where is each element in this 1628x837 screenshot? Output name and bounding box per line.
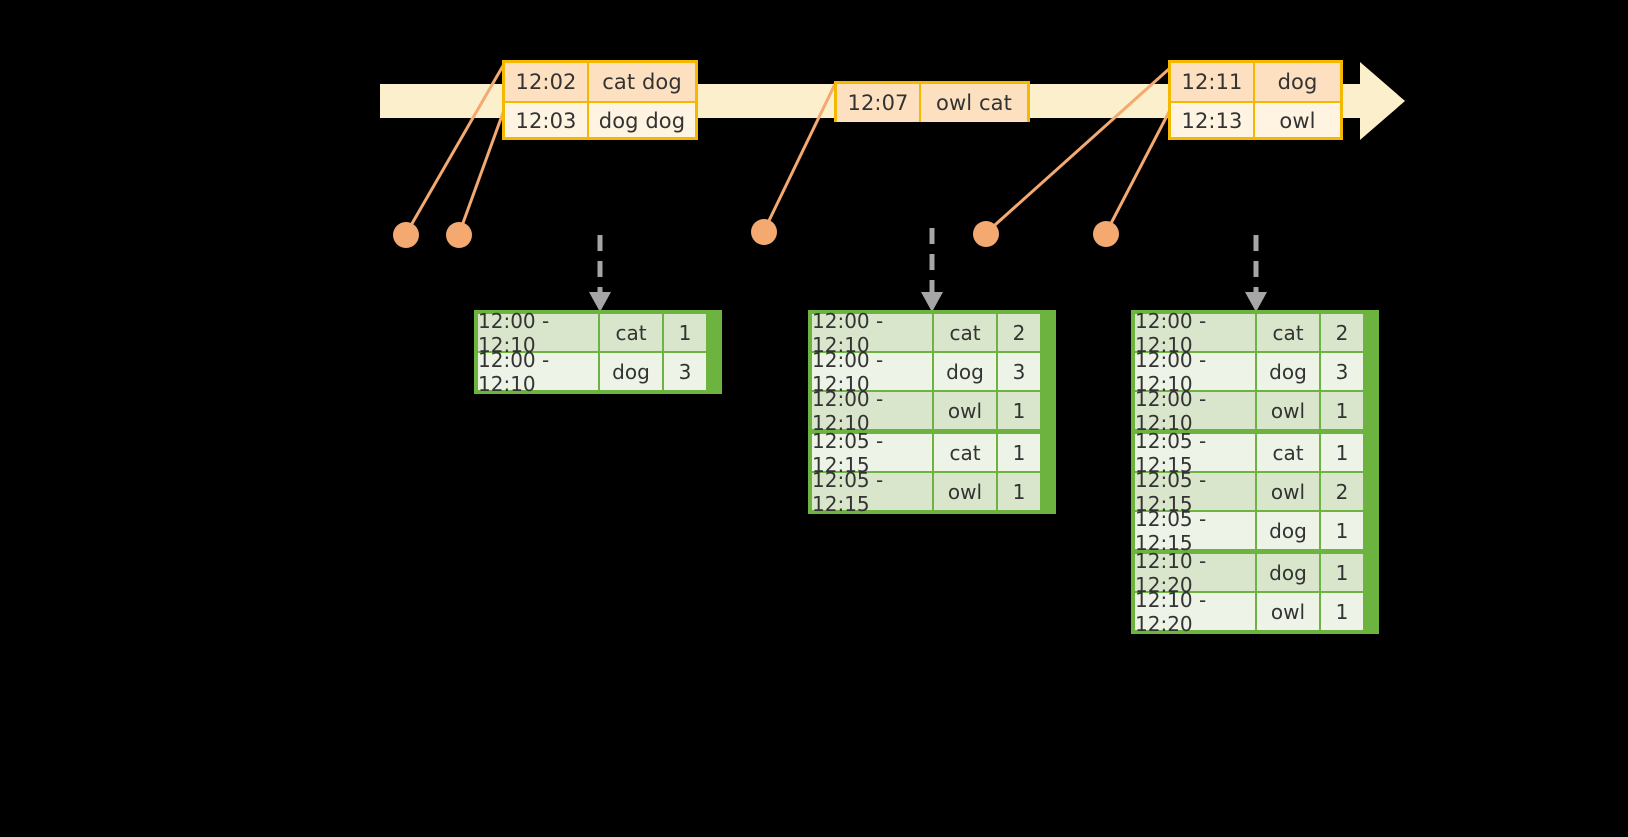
cell-window: 12:10 - 12:20	[1135, 549, 1255, 597]
dashed-flow-arrows	[597, 228, 1259, 292]
cell-count: 3	[1321, 353, 1363, 390]
cell-word: cat	[1257, 314, 1319, 351]
cell-window: 12:05 - 12:15	[812, 429, 932, 477]
cell-count: 1	[998, 434, 1040, 471]
cell-count: 1	[998, 392, 1040, 429]
cell-count: 1	[664, 314, 706, 351]
cell-window: 12:05 - 12:15	[1135, 468, 1255, 516]
event-words: dog dog	[598, 109, 686, 133]
event-time: 12:02	[505, 63, 589, 101]
event-row: 12:03 dog dog	[505, 101, 695, 139]
event-time: 12:13	[1171, 103, 1255, 139]
cell-word: dog	[1257, 512, 1319, 549]
cell-word: owl	[1257, 473, 1319, 510]
event-row: 12:02 cat dog	[505, 63, 695, 101]
event-group-3: 12:11 dog 12:13 owl	[1168, 60, 1343, 140]
cell-word: owl	[934, 473, 996, 510]
cell-window: 12:00 - 12:10	[812, 348, 932, 396]
cell-count: 2	[998, 314, 1040, 351]
event-row: 12:07 owl cat	[837, 84, 1027, 122]
cell-word: dog	[934, 353, 996, 390]
cell-word: owl	[934, 392, 996, 429]
cell-count: 2	[1321, 473, 1363, 510]
event-words: owl cat	[936, 91, 1012, 115]
cell-window: 12:05 - 12:15	[812, 468, 932, 516]
cell-window: 12:00 - 12:10	[1135, 348, 1255, 396]
cell-count: 1	[1321, 392, 1363, 429]
cell-count: 1	[1321, 512, 1363, 549]
event-words: owl	[1279, 109, 1316, 133]
cell-count: 3	[664, 353, 706, 390]
event-words: dog	[1277, 70, 1318, 94]
cell-word: dog	[1257, 353, 1319, 390]
cell-window: 12:05 - 12:15	[1135, 507, 1255, 555]
cell-count: 1	[1321, 554, 1363, 591]
cell-count: 3	[998, 353, 1040, 390]
cell-window: 12:00 - 12:10	[478, 309, 598, 357]
connector-dots	[393, 219, 1119, 248]
cell-word: owl	[1257, 593, 1319, 630]
event-time: 12:03	[505, 103, 589, 139]
event-time: 12:11	[1171, 63, 1255, 101]
event-group-2: 12:07 owl cat	[834, 81, 1030, 122]
cell-word: cat	[934, 314, 996, 351]
cell-word: owl	[1257, 392, 1319, 429]
cell-window: 12:00 - 12:10	[812, 309, 932, 357]
cell-word: cat	[600, 314, 662, 351]
cell-count: 2	[1321, 314, 1363, 351]
cell-window: 12:00 - 12:10	[812, 387, 932, 435]
cell-count: 1	[1321, 434, 1363, 471]
cell-count: 1	[1321, 593, 1363, 630]
cell-word: cat	[1257, 434, 1319, 471]
event-group-1: 12:02 cat dog 12:03 dog dog	[502, 60, 698, 140]
cell-window: 12:00 - 12:10	[478, 348, 598, 396]
cell-window: 12:00 - 12:10	[1135, 387, 1255, 435]
cell-word: dog	[600, 353, 662, 390]
event-time: 12:07	[837, 84, 921, 122]
cell-window: 12:10 - 12:20	[1135, 588, 1255, 636]
cell-word: cat	[934, 434, 996, 471]
cell-window: 12:05 - 12:15	[1135, 429, 1255, 477]
event-row: 12:13 owl	[1171, 101, 1340, 139]
cell-window: 12:00 - 12:10	[1135, 309, 1255, 357]
cell-count: 1	[998, 473, 1040, 510]
event-words: cat dog	[602, 70, 682, 94]
event-row: 12:11 dog	[1171, 63, 1340, 101]
cell-word: dog	[1257, 554, 1319, 591]
